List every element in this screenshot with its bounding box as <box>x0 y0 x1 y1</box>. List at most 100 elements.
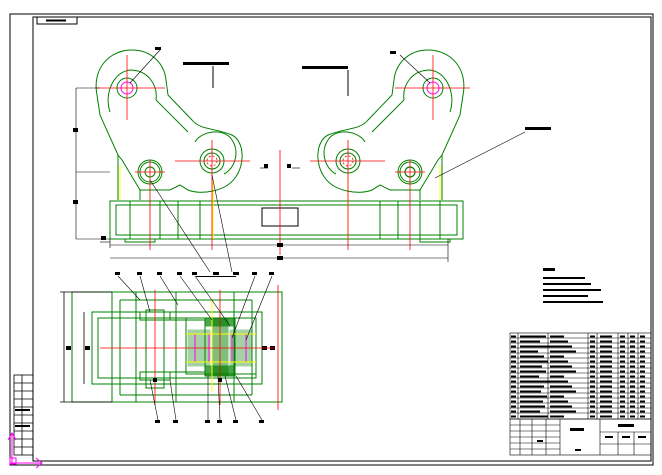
parts-list-cell <box>590 375 595 378</box>
parts-list-cell <box>520 380 550 383</box>
front-dimensions <box>73 47 551 275</box>
parts-list-cell <box>550 360 568 363</box>
parts-list-cell <box>520 415 548 418</box>
parts-list-cell <box>620 410 625 413</box>
parts-list-cell <box>620 385 625 388</box>
parts-list-cell <box>620 390 625 393</box>
parts-list-cell <box>640 380 645 383</box>
parts-list-cell <box>590 385 595 388</box>
parts-list-cell <box>630 390 635 393</box>
parts-list-cell <box>600 360 612 363</box>
parts-list-cell <box>640 375 645 378</box>
parts-list-cell <box>511 380 516 383</box>
parts-list-cell <box>520 410 540 413</box>
parts-list-cell <box>550 350 576 353</box>
parts-list-cell <box>550 405 572 408</box>
parts-list-cell <box>630 395 635 398</box>
parts-list-cell <box>550 400 568 403</box>
parts-list-cell <box>630 370 635 373</box>
parts-list-cell <box>550 410 576 413</box>
inner-border <box>32 16 652 462</box>
parts-list-cell <box>511 370 516 373</box>
parts-list-cell <box>630 385 635 388</box>
parts-list-cell <box>511 365 516 368</box>
plan-leaders <box>117 275 273 421</box>
parts-list-cell <box>511 360 516 363</box>
parts-list-cell <box>590 395 595 398</box>
parts-list-cell <box>550 395 564 398</box>
parts-list-cell <box>520 350 538 353</box>
parts-list-cell <box>620 365 625 368</box>
view-title-bars <box>183 62 349 96</box>
parts-list-cell <box>640 405 645 408</box>
parts-list-cell <box>520 340 540 343</box>
parts-list-cell <box>600 335 612 338</box>
parts-list-cell <box>640 365 645 368</box>
parts-list-cell <box>511 345 516 348</box>
parts-list-cell <box>590 360 595 363</box>
plan-centerlines <box>100 285 279 410</box>
parts-list-cell <box>620 405 625 408</box>
parts-list-cell <box>520 370 546 373</box>
parts-list-cell <box>640 400 645 403</box>
parts-list-cell <box>590 370 595 373</box>
parts-list-cell <box>600 350 612 353</box>
parts-list-cell <box>620 380 625 383</box>
parts-list-entries <box>511 335 645 418</box>
parts-list-cell <box>550 370 576 373</box>
plan-balloon-markers <box>115 272 274 423</box>
parts-list-cell <box>600 395 612 398</box>
parts-list-cell <box>511 385 516 388</box>
parts-list-cell <box>630 335 635 338</box>
parts-list-cell <box>620 350 625 353</box>
parts-list-cell <box>630 375 635 378</box>
parts-list-cell <box>640 410 645 413</box>
parts-list-cell <box>620 355 625 358</box>
parts-list-cell <box>590 345 595 348</box>
parts-list-cell <box>640 340 645 343</box>
parts-list-cell <box>620 345 625 348</box>
parts-list-cell <box>630 345 635 348</box>
parts-list-cell <box>630 410 635 413</box>
parts-list-cell <box>520 375 539 378</box>
parts-list-cell <box>630 355 635 358</box>
parts-list-cell <box>511 350 516 353</box>
parts-list-cell <box>590 355 595 358</box>
parts-list-cell <box>550 345 572 348</box>
parts-list-cell <box>511 415 516 418</box>
parts-list-cell <box>590 340 595 343</box>
parts-list-cell <box>630 350 635 353</box>
parts-list-cell <box>590 380 595 383</box>
parts-list-cell <box>550 385 572 388</box>
plan-view <box>60 272 283 423</box>
parts-list-cell <box>620 395 625 398</box>
parts-list-cell <box>600 405 612 408</box>
parts-list-cell <box>520 405 545 408</box>
parts-list-cell <box>511 410 516 413</box>
title-block <box>509 418 652 456</box>
front-view <box>73 47 551 275</box>
bearing-housing <box>185 317 257 377</box>
shaft-hidden-lines <box>186 300 256 392</box>
parts-list-cell <box>520 385 544 388</box>
parts-list-cell <box>600 400 612 403</box>
parts-list-cell <box>511 340 516 343</box>
parts-list-cell <box>600 380 612 383</box>
parts-list-cell <box>511 375 516 378</box>
parts-list-cell <box>590 405 595 408</box>
parts-list-cell <box>640 345 645 348</box>
base-frame <box>109 200 464 243</box>
parts-list-cell <box>620 400 625 403</box>
parts-list-cell <box>520 345 550 348</box>
parts-list-cell <box>590 365 595 368</box>
parts-list-cell <box>511 390 516 393</box>
binding-margin-table <box>13 374 34 456</box>
parts-list-cell <box>520 360 548 363</box>
parts-list-cell <box>550 375 564 378</box>
parts-list-cell <box>600 345 612 348</box>
parts-list-cell <box>511 355 516 358</box>
parts-list-cell <box>620 340 625 343</box>
parts-list-cell <box>550 390 576 393</box>
parts-list-cell <box>600 370 612 373</box>
